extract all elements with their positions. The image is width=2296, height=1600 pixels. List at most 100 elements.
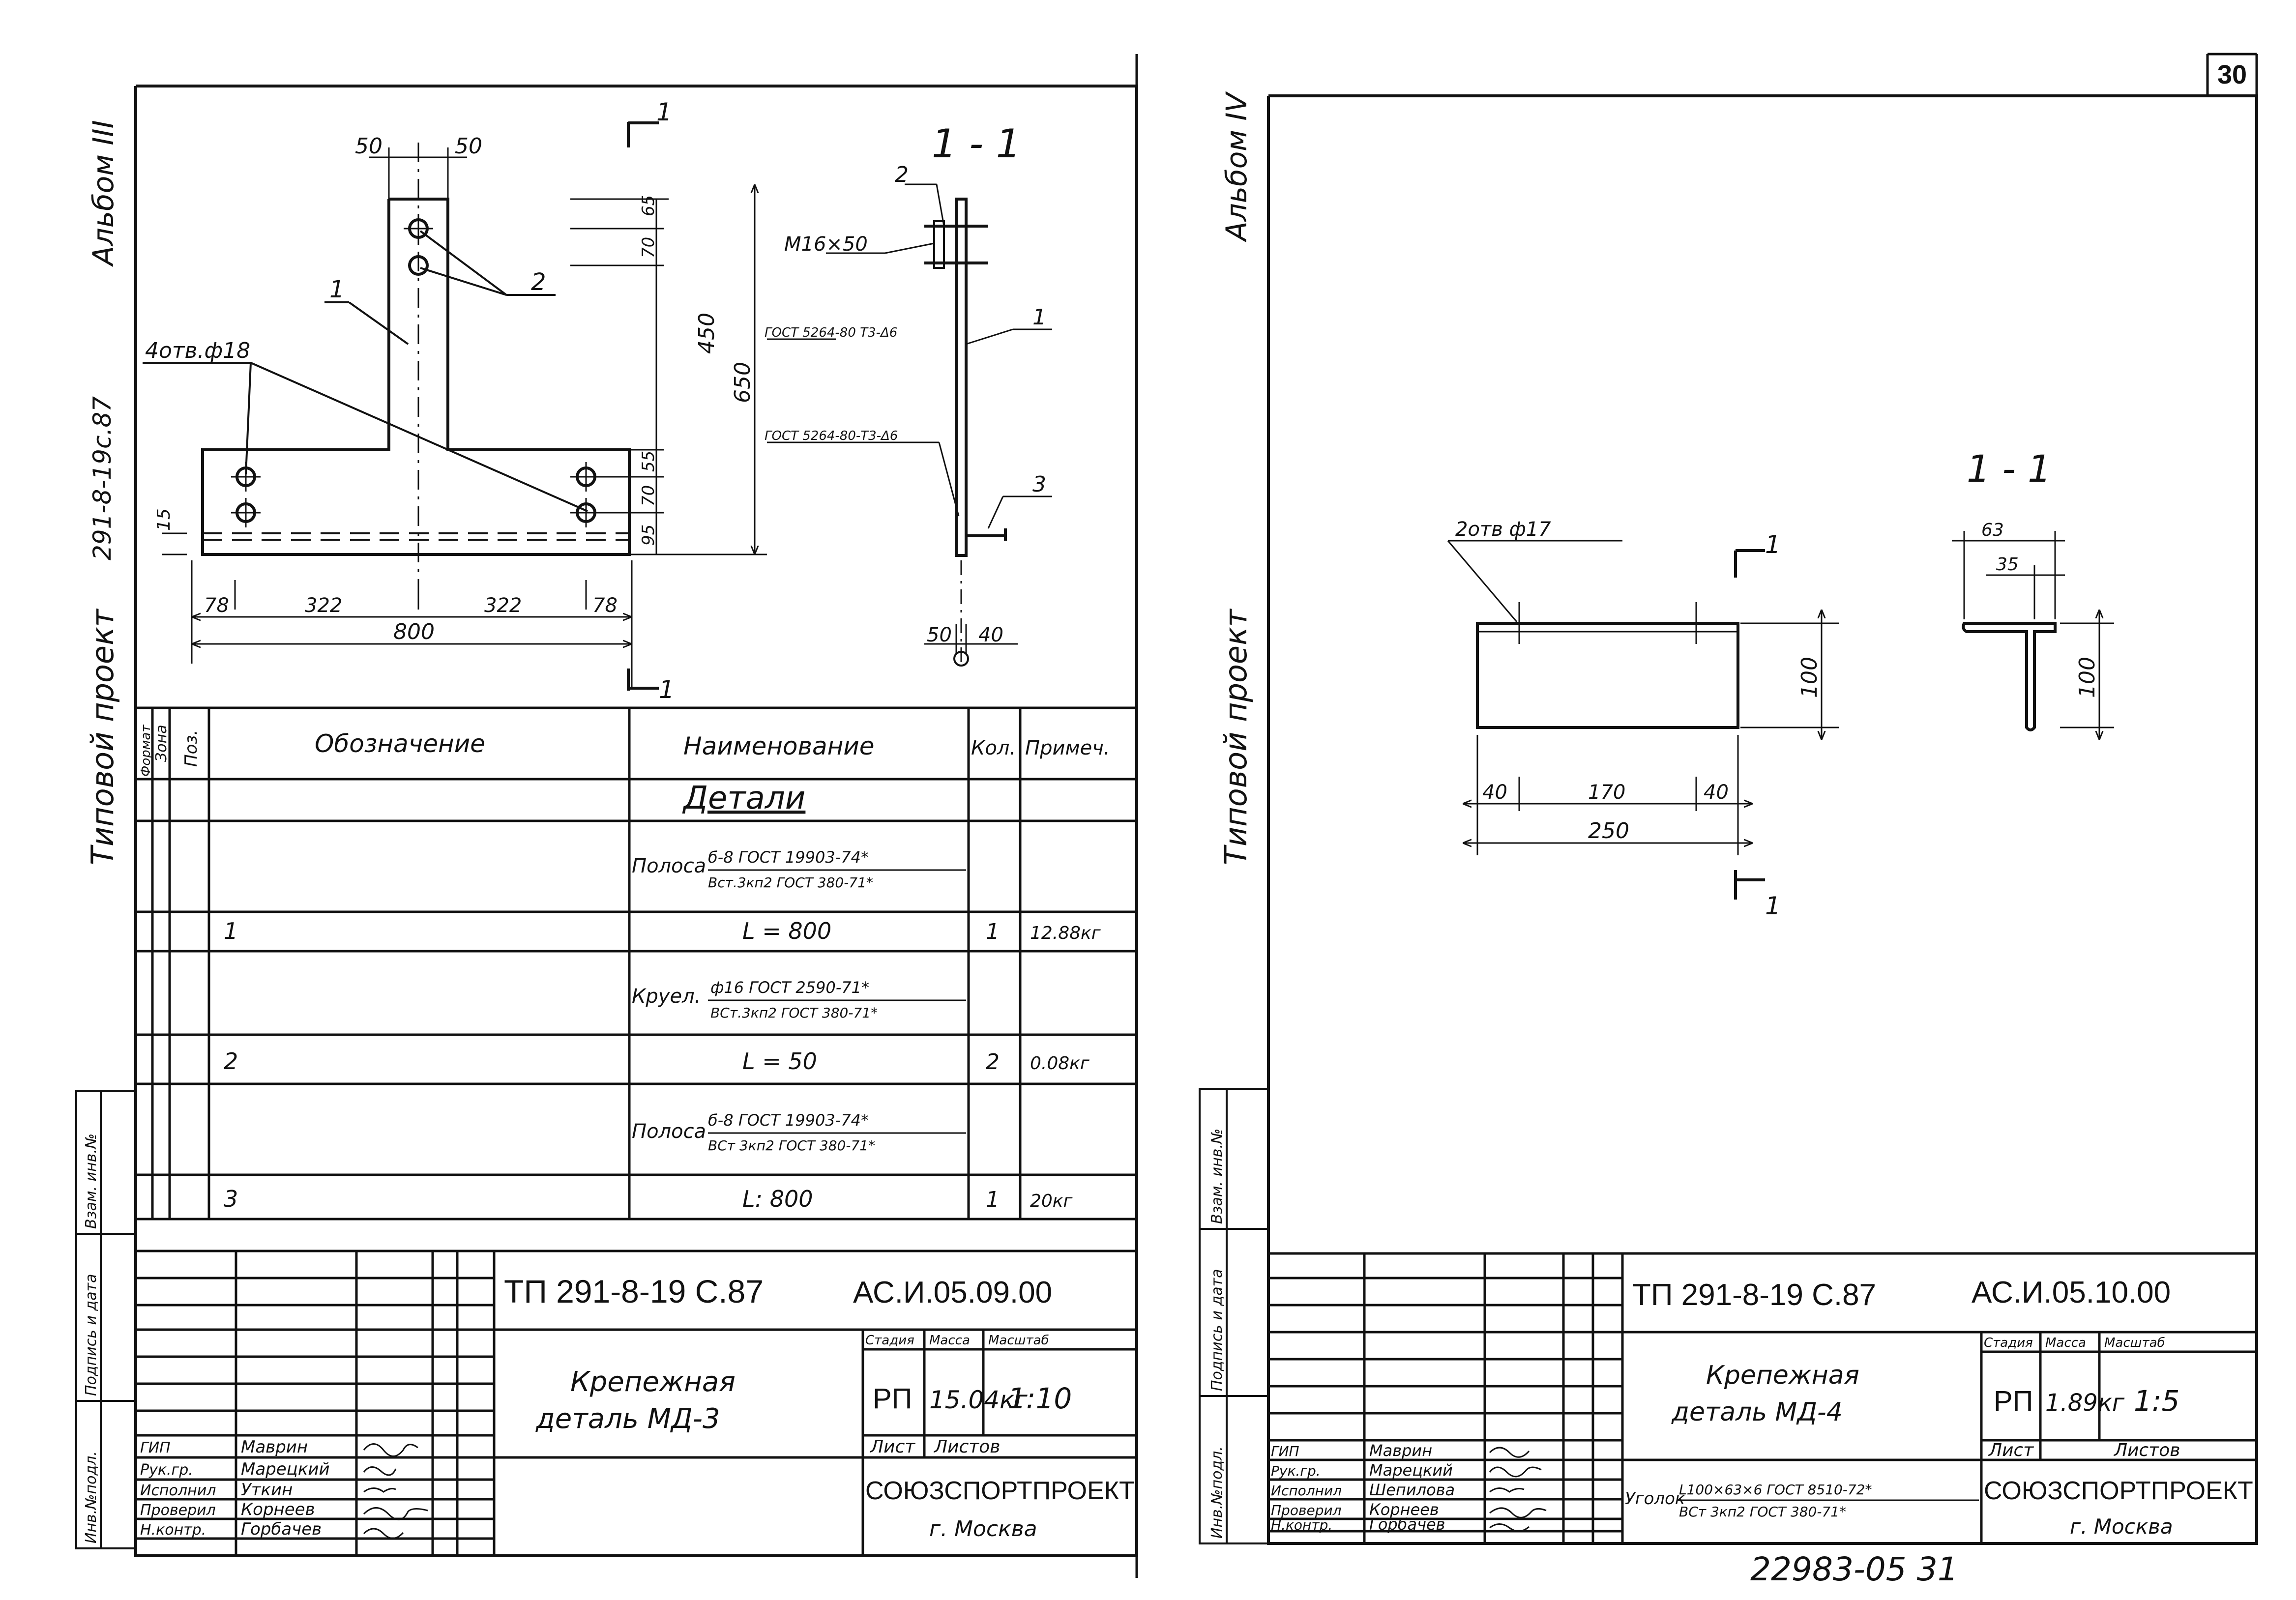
dim-100b-right: 100 bbox=[2075, 657, 2100, 698]
title-line1-right: Крепежная bbox=[1706, 1361, 1859, 1390]
name-2-right: Шепилова bbox=[1369, 1481, 1455, 1499]
role-4-left: Н.контр. bbox=[140, 1521, 206, 1539]
dimension-lines-right bbox=[1447, 540, 1839, 855]
side-stamp-left-sign: Подпись и дата bbox=[83, 1274, 100, 1396]
side-stamp-right-sign: Подпись и дата bbox=[1208, 1269, 1226, 1392]
mass-left: 15.04кг bbox=[929, 1386, 1028, 1414]
name-3-right: Корнеев bbox=[1369, 1500, 1439, 1519]
spec-row3-prefix: Круел. bbox=[632, 985, 701, 1008]
section-dims-right bbox=[1952, 531, 2114, 740]
role-1-right: Рук.гр. bbox=[1271, 1463, 1321, 1479]
spec-header-pos: Поз. bbox=[181, 730, 201, 767]
holes-note-left: 4отв.ф18 bbox=[145, 338, 250, 363]
section-leaders-left bbox=[767, 183, 1052, 654]
dim-95: 95 bbox=[639, 524, 658, 546]
side-stamp-left-inv: Инв.№подл. bbox=[83, 1451, 100, 1543]
title-line2-left: деталь МД-3 bbox=[535, 1403, 720, 1435]
section-title-left: 1 - 1 bbox=[932, 121, 1021, 167]
dimension-lines-left bbox=[162, 147, 767, 688]
dim-50b: 50 bbox=[455, 134, 482, 159]
side-stamp-right-inv: Инв.№подл. bbox=[1208, 1446, 1226, 1539]
spec-table bbox=[136, 706, 1137, 1221]
page-number: 30 bbox=[2217, 60, 2247, 89]
sheets-label-left: Листов bbox=[933, 1437, 1000, 1457]
dim-170-right: 170 bbox=[1588, 781, 1625, 804]
spec-header-name: Наименование bbox=[683, 732, 875, 760]
side-stamp-right bbox=[1199, 1088, 1269, 1544]
name-0-left: Маврин bbox=[241, 1437, 308, 1457]
dim-800: 800 bbox=[393, 619, 435, 644]
city-left: г. Москва bbox=[929, 1516, 1037, 1542]
name-0-right: Маврин bbox=[1369, 1441, 1432, 1460]
section-marks-right bbox=[1734, 549, 1765, 900]
title-block-left bbox=[136, 1250, 1137, 1556]
spec-row5-den: ВСт 3кп2 ГОСТ 380-71* bbox=[708, 1137, 875, 1154]
signatures-left bbox=[363, 1443, 428, 1539]
gost-note-2: ГОСТ 5264-80-Т3-Δ6 bbox=[765, 429, 898, 443]
title-line1-left: Крепежная bbox=[570, 1366, 736, 1398]
section-mark-bottom-right: 1 bbox=[1765, 892, 1781, 920]
dim-63-right: 63 bbox=[1981, 520, 2004, 540]
side-project-left: Типовой проект bbox=[85, 608, 120, 865]
title-block-right bbox=[1268, 1252, 2257, 1543]
role-3-left: Проверил bbox=[140, 1502, 216, 1519]
leaders-left bbox=[143, 230, 588, 512]
name-2-left: Уткин bbox=[241, 1480, 293, 1500]
name-4-left: Горбачев bbox=[241, 1519, 322, 1539]
spec-row1-den: Вст.3кп2 ГОСТ 380-71* bbox=[708, 874, 873, 891]
stage-label-left: Стадия bbox=[865, 1333, 914, 1348]
side-album-right: Альбом IV bbox=[1220, 91, 1253, 243]
section-title-right: 1 - 1 bbox=[1967, 447, 2051, 491]
section-mark-top-left: 1 bbox=[656, 98, 672, 126]
dim-78b: 78 bbox=[592, 594, 618, 617]
dim-100-right: 100 bbox=[1797, 657, 1822, 698]
callout-1: 1 bbox=[329, 276, 345, 303]
spec-row3-num: ф16 ГОСТ 2590-71* bbox=[710, 978, 869, 997]
role-3-right: Проверил bbox=[1271, 1502, 1342, 1518]
spec-header-designation: Обозначение bbox=[315, 729, 485, 758]
material-num-right: L100×63×6 ГОСТ 8510-72* bbox=[1679, 1482, 1872, 1498]
doc-code-right: АС.И.05.10.00 bbox=[1972, 1276, 2171, 1309]
left-sheet bbox=[134, 54, 1138, 1578]
title-line2-right: деталь МД-4 bbox=[1671, 1397, 1843, 1427]
angle-front-view bbox=[1476, 602, 1739, 729]
dim-78a: 78 bbox=[204, 594, 229, 617]
dim-250-right: 250 bbox=[1588, 818, 1629, 844]
spec-row5-prefix: Полоса bbox=[632, 1120, 706, 1143]
scale-label-right: Масштаб bbox=[2104, 1336, 2165, 1350]
spec-row6-name: L: 800 bbox=[742, 1186, 813, 1212]
right-sheet bbox=[1267, 53, 2258, 1545]
section-mark-top-right: 1 bbox=[1765, 530, 1781, 559]
stage-label-right: Стадия bbox=[1984, 1336, 2033, 1350]
dim-40b-right: 40 bbox=[1704, 781, 1729, 804]
side-stamp-left-vzam: Взам. инв.№ bbox=[83, 1134, 100, 1229]
callout-sec-3: 3 bbox=[1032, 472, 1046, 497]
dim-322b: 322 bbox=[484, 594, 522, 617]
side-project-right: Типовой проект bbox=[1218, 608, 1254, 865]
signatures-right bbox=[1489, 1447, 1547, 1532]
project-code-right: ТП 291-8-19 С.87 bbox=[1632, 1278, 1876, 1312]
name-1-right: Марецкий bbox=[1369, 1461, 1453, 1480]
dim-50c: 50 bbox=[927, 624, 952, 646]
org-right: СОЮЗСПОРТПРОЕКТ bbox=[1984, 1477, 2253, 1505]
side-code-left: 291-8-19с.87 bbox=[88, 396, 117, 560]
dim-40: 40 bbox=[978, 624, 1003, 646]
spec-header-note: Примеч. bbox=[1025, 737, 1110, 759]
bottom-stamp: 22983-05 31 bbox=[1750, 1550, 1958, 1588]
dim-65: 65 bbox=[639, 195, 658, 216]
doc-code-left: АС.И.05.09.00 bbox=[853, 1276, 1052, 1309]
spec-section-title: Детали bbox=[682, 780, 805, 816]
spec-row6-qty: 1 bbox=[986, 1187, 1000, 1212]
spec-row3-den: ВСт.3кп2 ГОСТ 380-71* bbox=[710, 1005, 878, 1021]
role-2-left: Исполнил bbox=[140, 1482, 216, 1499]
callout-2: 2 bbox=[531, 268, 546, 296]
dim-70: 70 bbox=[639, 237, 658, 258]
section-marks-left bbox=[627, 121, 659, 691]
name-3-left: Корнеев bbox=[241, 1500, 315, 1519]
name-1-left: Марецкий bbox=[241, 1459, 330, 1479]
city-right: г. Москва bbox=[2070, 1514, 2173, 1539]
section-side-view bbox=[924, 198, 1007, 667]
dim-322a: 322 bbox=[305, 594, 342, 617]
dim-35-right: 35 bbox=[1996, 554, 2019, 575]
